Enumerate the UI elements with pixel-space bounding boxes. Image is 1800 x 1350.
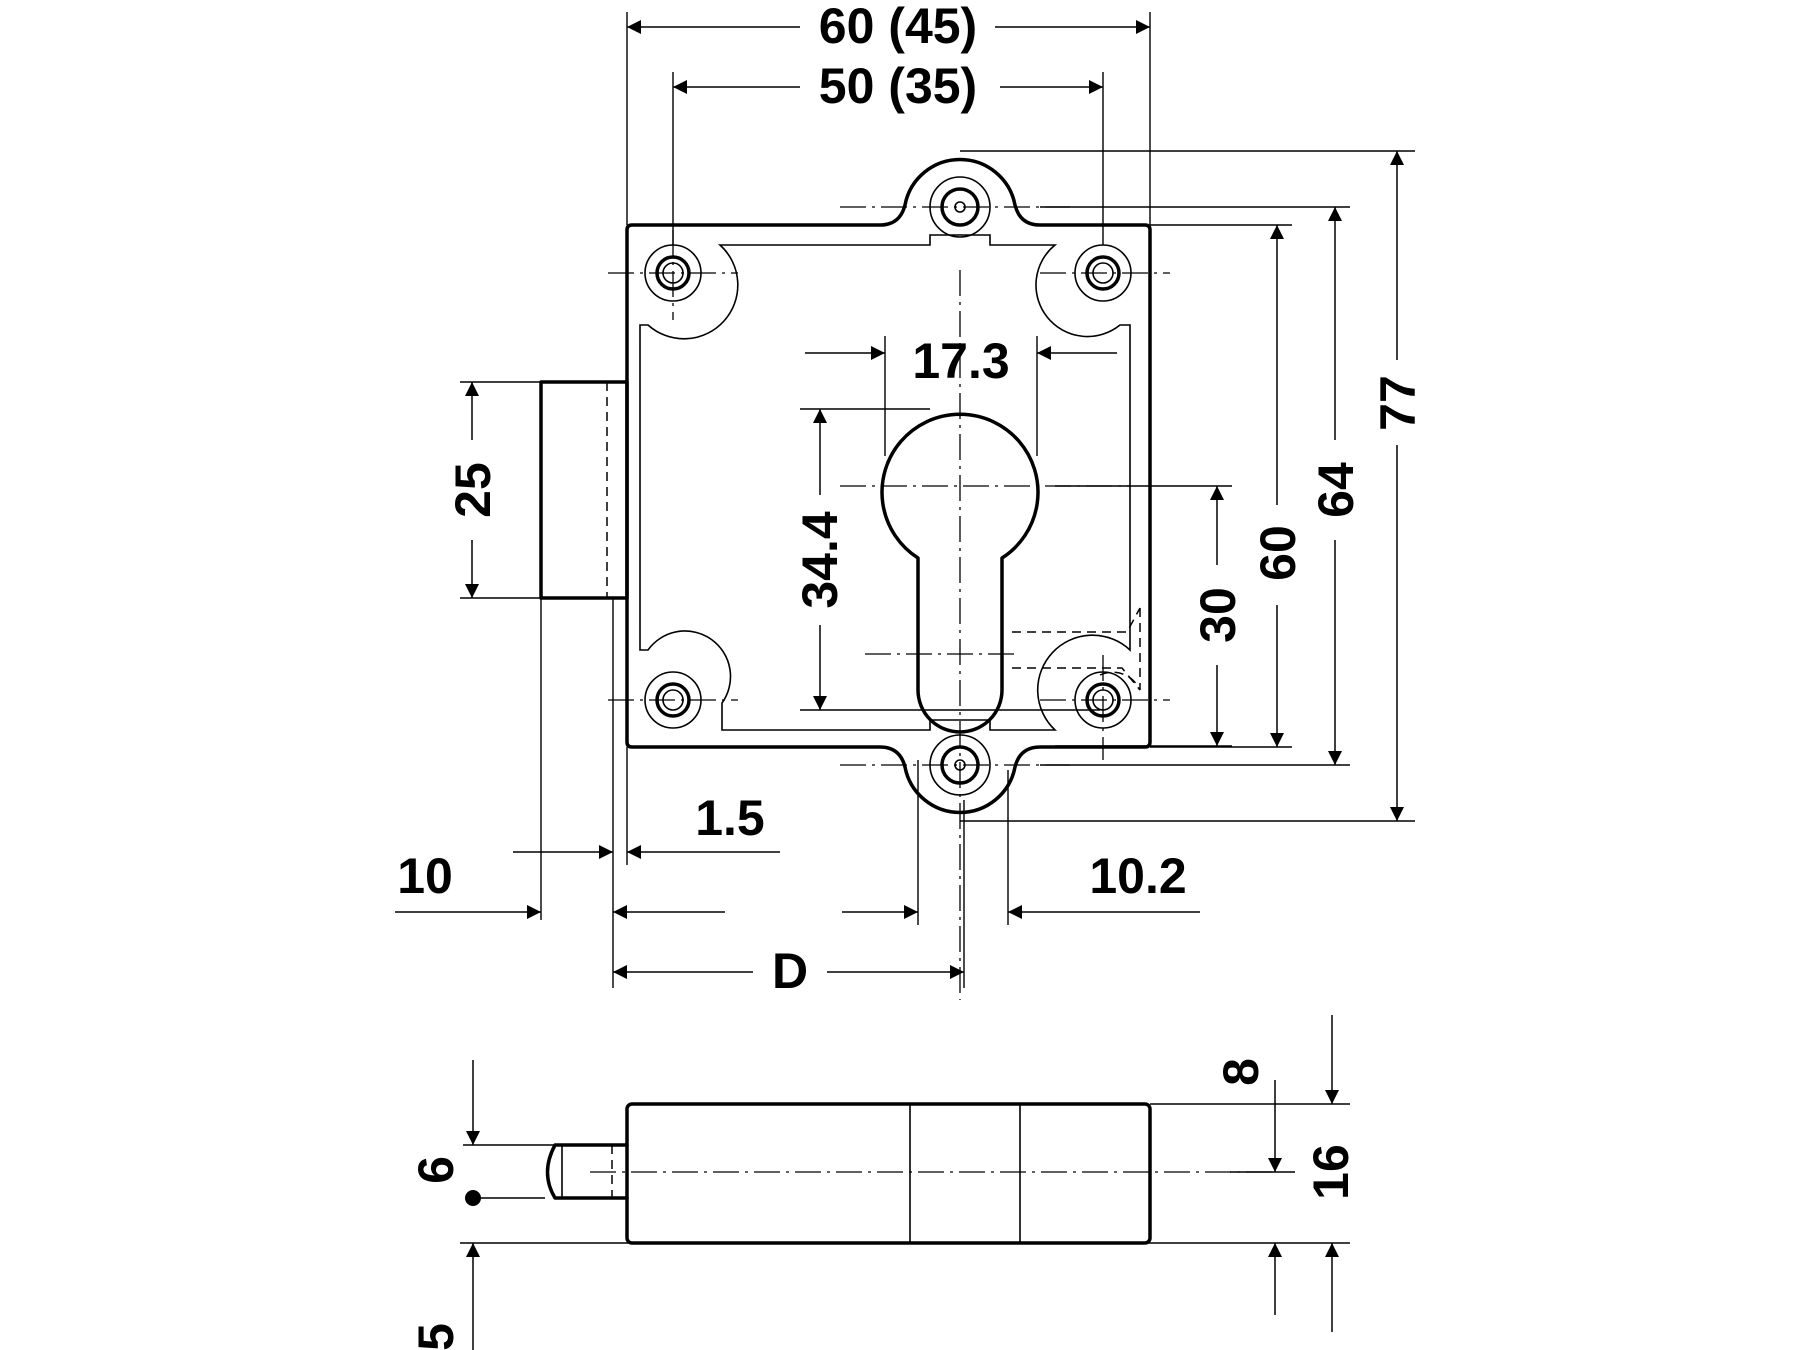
label-bolt-thickness: 6 [408, 1156, 464, 1184]
label-plate-height: 60 [1250, 525, 1306, 581]
side-extension-lines [460, 1103, 1350, 1244]
label-cylinder-height: 34.4 [792, 511, 848, 609]
side-dimension-lines [466, 1015, 1339, 1350]
front-view: 60 (45) 50 (35) 17.3 34.4 25 30 60 64 77… [395, 0, 1426, 1000]
hidden-mechanism [1012, 607, 1141, 691]
label-overall-width: 60 (45) [819, 0, 977, 54]
center-lines [608, 206, 1170, 1000]
extension-lines [460, 12, 1415, 988]
label-flange-width: 10.2 [1089, 848, 1186, 904]
lock-plate-outline [625, 157, 1152, 815]
label-hole-spacing-width: 50 (35) [819, 58, 977, 114]
cylinder-cutout [880, 412, 1040, 734]
label-bolt-height: 25 [445, 462, 501, 518]
inner-frame [639, 234, 1131, 731]
label-bolt-projection: 10 [397, 848, 453, 904]
label-body-depth: 16 [1303, 1144, 1359, 1200]
side-dimension-labels: 6 5 8 16 [408, 1058, 1359, 1350]
label-cylinder-width: 17.3 [912, 333, 1009, 389]
label-body-half-depth: 8 [1213, 1058, 1269, 1086]
label-backset: D [772, 943, 808, 999]
dimension-lines [395, 20, 1404, 979]
label-hole-spacing-height: 30 [1190, 587, 1246, 643]
bolt [539, 380, 629, 600]
side-view: 6 5 8 16 [408, 1015, 1359, 1350]
lock-body-side [625, 1102, 1152, 1245]
label-overall-height: 77 [1370, 375, 1426, 431]
label-bolt-offset: 5 [408, 1323, 464, 1350]
dimension-labels: 60 (45) 50 (35) 17.3 34.4 25 30 60 64 77… [397, 0, 1426, 999]
label-plate-thickness: 1.5 [695, 790, 765, 846]
label-flange-hole-spacing: 64 [1308, 462, 1364, 518]
